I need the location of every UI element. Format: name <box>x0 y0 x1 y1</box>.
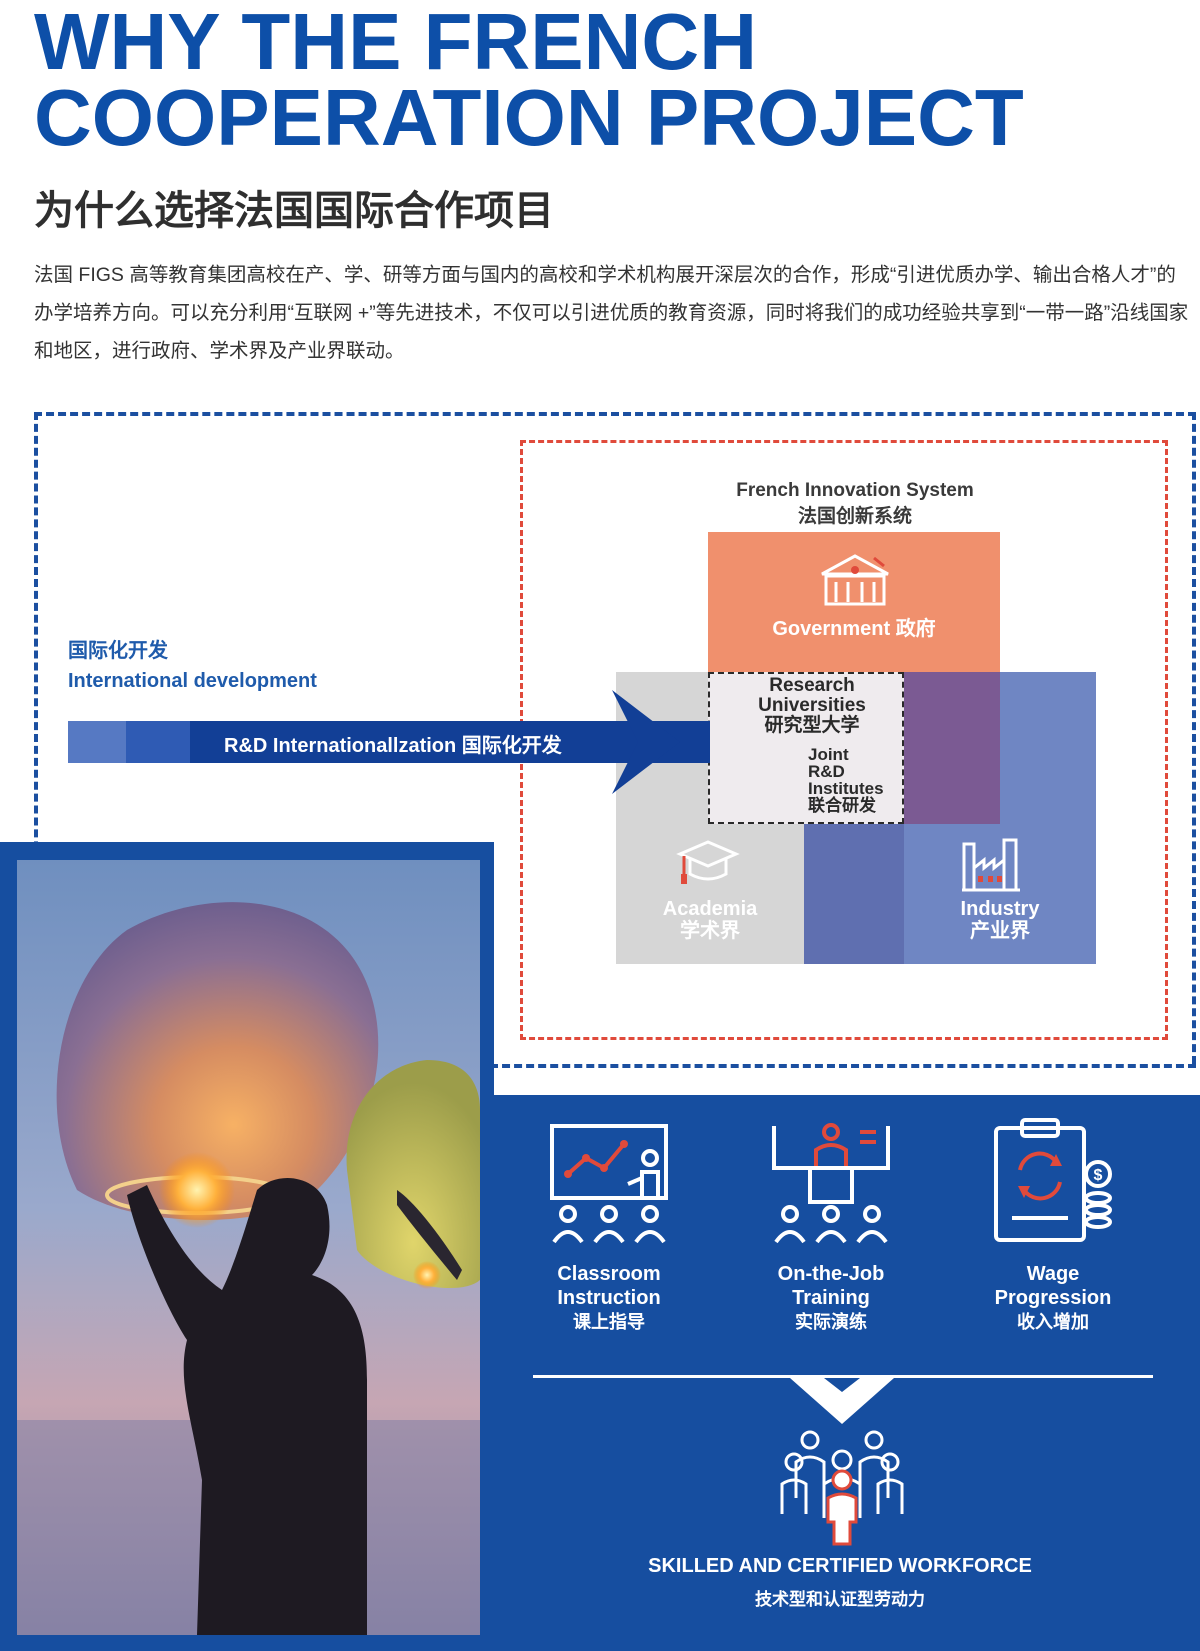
research-label-cn: 研究型大学 <box>764 715 860 736</box>
feature-training-cn: 实际演练 <box>795 1312 867 1332</box>
feature-wage-label: Wage Progression 收入增加 <box>958 1262 1148 1334</box>
arrow-head-icon <box>612 690 680 794</box>
feature-classroom-en-1: Classroom <box>557 1263 661 1285</box>
academia-label-cn: 学术界 <box>680 920 740 942</box>
arrow-segment-mid <box>126 721 190 763</box>
feature-training-en-2: Training <box>792 1287 870 1309</box>
industry-label-cn: 产业界 <box>970 920 1030 942</box>
feature-wage-cn: 收入增加 <box>1017 1312 1089 1332</box>
sky-lantern-photo <box>17 860 480 1635</box>
chevron-down-icon <box>790 1378 894 1424</box>
government-building-icon <box>821 554 889 606</box>
feature-classroom-en-2: Instruction <box>557 1287 661 1309</box>
government-label-en: Government <box>772 618 891 640</box>
factory-icon <box>962 838 1020 892</box>
feature-classroom-cn: 课上指导 <box>573 1312 645 1332</box>
page-title: WHY THE FRENCH COOPERATION PROJECT <box>34 0 1024 162</box>
international-frame <box>34 412 1196 1064</box>
innovation-system-title: French Innovation System 法国创新系统 <box>620 478 1090 530</box>
feature-training-en-1: On-the-Job <box>777 1263 885 1285</box>
innovation-system-title-cn: 法国创新系统 <box>797 506 912 527</box>
industry-label: Industry 产业界 <box>904 898 1096 942</box>
government-label: Government 政府 <box>708 612 1000 641</box>
industry-label-en: Industry <box>960 898 1040 920</box>
arrow-segment-light <box>68 721 126 763</box>
research-label-en-2: Universities <box>758 695 866 716</box>
classroom-icon <box>550 1124 668 1244</box>
joint-label-3: Institutes <box>808 779 884 798</box>
intro-paragraph: 法国 FIGS 高等教育集团高校在产、学、研等方面与国内的高校和学术机构展开深层… <box>34 264 1189 362</box>
joint-label-1: Joint <box>808 745 849 764</box>
international-frame-bottom <box>490 1064 1196 1068</box>
government-industry-overlap <box>904 672 1000 824</box>
page-subtitle: 为什么选择法国国际合作项目 <box>34 189 554 233</box>
title-line-2: COOPERATION PROJECT <box>34 73 1024 162</box>
international-development-en: International development <box>68 670 317 692</box>
academia-label-en: Academia <box>662 898 758 920</box>
research-universities-label: Research Universities 研究型大学 <box>742 676 882 736</box>
title-line-1: WHY THE FRENCH <box>34 0 757 86</box>
government-label-cn: 政府 <box>895 618 936 640</box>
svg-text:$: $ <box>1094 1167 1103 1184</box>
innovation-system-title-en: French Innovation System <box>736 480 974 501</box>
research-universities-block <box>708 672 904 824</box>
feature-wage-en-2: Progression <box>994 1287 1112 1309</box>
joint-institutes-label: Joint R&D Institutes 联合研发 <box>808 746 918 814</box>
workforce-title-en: SKILLED AND CERTIFIED WORKFORCE <box>648 1555 1032 1577</box>
rd-internationalization-label: R&D Internationallzation 国际化开发 <box>224 735 562 757</box>
research-label-en-1: Research <box>769 675 855 696</box>
graduation-cap-icon <box>676 840 740 884</box>
wage-icon: $ <box>994 1118 1112 1242</box>
academia-industry-overlap <box>804 824 904 964</box>
workforce-title-cn: 技术型和认证型劳动力 <box>755 1590 925 1609</box>
feature-wage-en-1: Wage <box>1026 1263 1080 1285</box>
joint-label-2: R&D <box>808 762 845 781</box>
feature-classroom-label: Classroom Instruction 课上指导 <box>514 1262 704 1334</box>
workforce-group-icon <box>780 1430 904 1546</box>
training-icon <box>772 1123 890 1244</box>
international-development-cn: 国际化开发 <box>68 640 168 662</box>
arrow-segment-dark <box>190 721 710 763</box>
industry-block-right <box>1000 672 1096 824</box>
feature-divider <box>533 1375 1153 1378</box>
feature-training-label: On-the-Job Training 实际演练 <box>736 1262 926 1334</box>
joint-label-cn: 联合研发 <box>808 796 876 815</box>
international-development-label: 国际化开发 International development <box>68 636 317 696</box>
academia-label: Academia 学术界 <box>616 898 804 942</box>
